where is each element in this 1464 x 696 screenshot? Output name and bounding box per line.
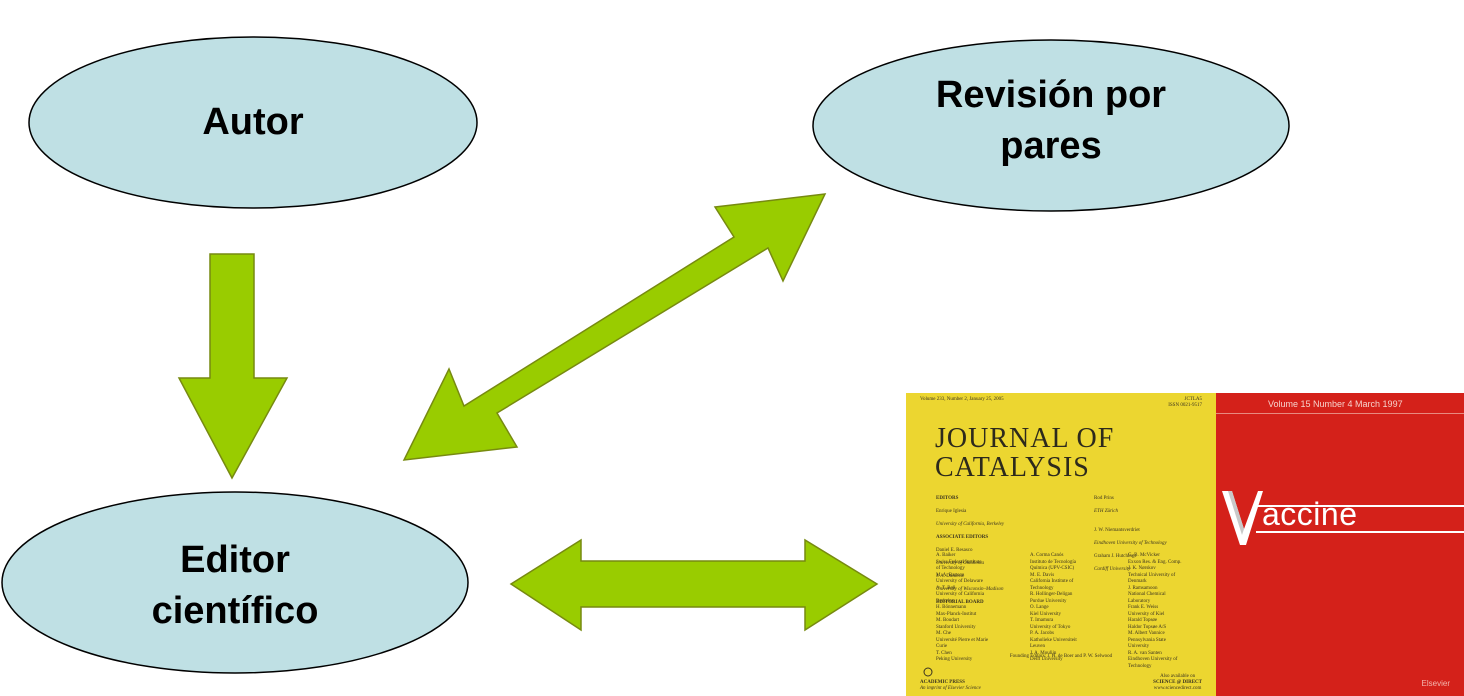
revision-label-line2: pares bbox=[1000, 124, 1102, 167]
catalysis-assoc3-affil: Eindhoven University of Technology bbox=[1094, 541, 1167, 546]
catalysis-assoc1-affil: University of Oklahoma bbox=[936, 560, 985, 566]
catalysis-issue: Volume 233, Number 2, January 25, 2005 bbox=[920, 397, 1004, 402]
vaccine-rule-upper bbox=[1256, 505, 1464, 507]
catalysis-assoc3: J. W. Niemantsverdriet bbox=[1094, 528, 1140, 533]
catalysis-sciencedirect-block: Also available on SCIENCE @ DIRECT www.s… bbox=[1153, 674, 1202, 692]
node-revision-por-pares: Revisión por pares bbox=[811, 38, 1291, 213]
catalysis-editor2-affil: ETH Zürich bbox=[1094, 508, 1119, 514]
node-editor-cientifico: Editor científico bbox=[0, 490, 470, 675]
editor-label-line1: Editor bbox=[180, 539, 290, 582]
catalysis-sciencedirect: SCIENCE @ DIRECT bbox=[1153, 680, 1202, 685]
vaccine-issue: Volume 15 Number 4 March 1997 bbox=[1268, 399, 1403, 409]
arrow-autor-to-editor bbox=[177, 253, 289, 480]
catalysis-code: JCTLA5 bbox=[1184, 397, 1203, 402]
vaccine-rule-lower bbox=[1256, 531, 1464, 533]
catalysis-editors-right: Rod Prins ETH Zürich J. W. Niemantsverdr… bbox=[1094, 489, 1167, 574]
catalysis-title-line1: JOURNAL OF bbox=[935, 423, 1115, 454]
catalysis-assoc4: Graham J. Hutchings bbox=[1094, 554, 1137, 559]
vaccine-cover: Volume 15 Number 4 March 1997 accine Els… bbox=[1216, 393, 1464, 696]
catalysis-editor1: Enrique Iglesia bbox=[936, 508, 967, 514]
catalysis-issn: ISSN 0021-9517 bbox=[1168, 403, 1202, 408]
catalysis-title: JOURNAL OF CATALYSIS bbox=[935, 424, 1114, 482]
vaccine-publisher: Elsevier bbox=[1421, 679, 1450, 688]
catalysis-founding: Founding Editors: J. H. de Boer and P. W… bbox=[1009, 654, 1113, 659]
catalysis-board-col1: A. Baiker Swiss Federal Institute of Tec… bbox=[936, 553, 989, 662]
catalysis-editors-heading: EDITORS bbox=[936, 495, 959, 501]
catalysis-editor1-affil: University of California, Berkeley bbox=[936, 521, 1005, 527]
revision-label: Revisión por pares bbox=[936, 70, 1166, 170]
arrow-editor-journals bbox=[509, 538, 879, 632]
editor-label-line2: científico bbox=[151, 589, 319, 632]
journal-of-catalysis-cover: Volume 233, Number 2, January 25, 2005 J… bbox=[906, 393, 1216, 696]
catalysis-assoc4-affil: Cardiff University bbox=[1094, 567, 1131, 572]
arrow-editor-revision bbox=[402, 193, 827, 461]
catalysis-publisher-sub: An imprint of Elsevier Science bbox=[920, 686, 981, 691]
catalysis-assoc2-affil: University of Wisconsin–Madison bbox=[936, 586, 1004, 592]
catalysis-codes: JCTLA5 ISSN 0021-9517 bbox=[1168, 397, 1202, 409]
catalysis-publisher: ACADEMIC PRESS bbox=[920, 680, 965, 685]
revision-label-line1: Revisión por bbox=[935, 74, 1167, 117]
catalysis-assoc1: Daniel E. Resasco bbox=[936, 547, 973, 553]
catalysis-assoc-heading: ASSOCIATE EDITORS bbox=[936, 534, 989, 540]
catalysis-also-available: Also available on bbox=[1160, 674, 1196, 679]
vaccine-title: accine bbox=[1262, 496, 1358, 532]
vaccine-v-logo-icon bbox=[1222, 491, 1263, 545]
catalysis-board-col2: A. Corma Canós Instituto de Tecnología Q… bbox=[1030, 553, 1077, 662]
node-autor: Autor bbox=[27, 35, 479, 210]
catalysis-editors-left: EDITORS Enrique Iglesia University of Ca… bbox=[936, 489, 1004, 606]
catalysis-title-line2: CATALYSIS bbox=[935, 452, 1090, 483]
catalysis-url: www.sciencedirect.com bbox=[1153, 686, 1202, 691]
catalysis-board-heading: EDITORIAL BOARD bbox=[936, 599, 984, 605]
editor-label: Editor científico bbox=[152, 535, 319, 635]
catalysis-publisher-block: ACADEMIC PRESS An imprint of Elsevier Sc… bbox=[920, 667, 981, 692]
revision-ellipse bbox=[812, 39, 1290, 212]
editor-ellipse bbox=[1, 491, 469, 674]
catalysis-assoc2: J. A. Dumesic bbox=[936, 573, 965, 579]
autor-label: Autor bbox=[202, 101, 304, 144]
academic-press-logo-icon bbox=[923, 667, 933, 677]
autor-ellipse bbox=[28, 36, 478, 209]
catalysis-board-col3: G. B. McVicker Exxon Res. & Eng. Comp. J… bbox=[1128, 553, 1182, 669]
vaccine-rule-top bbox=[1216, 413, 1464, 414]
catalysis-editor2: Rod Prins bbox=[1094, 495, 1114, 501]
